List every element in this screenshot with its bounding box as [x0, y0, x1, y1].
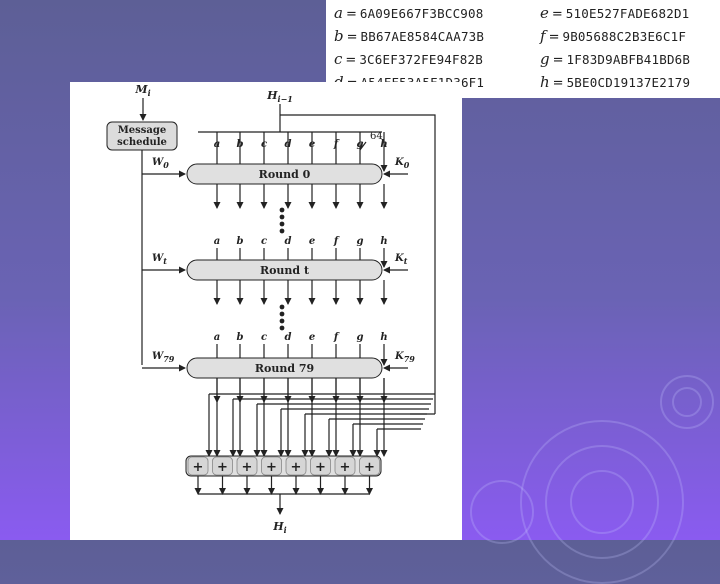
k-input-label: Kt	[394, 253, 408, 266]
register-label-f: f	[333, 332, 340, 343]
iv-h: h=5BE0CD19137E2179	[540, 73, 690, 91]
iv-a: a=6A09E667F3BCC908	[334, 4, 483, 22]
ellipsis-dot	[280, 319, 285, 324]
iv-hex-value: 3C6EF372FE94F82B	[359, 52, 483, 67]
register-label-f: f	[333, 236, 340, 247]
adder-symbol: +	[291, 460, 302, 475]
iv-e: e=510E527FADE682D1	[540, 4, 689, 22]
w-input-label: Wt	[152, 253, 167, 266]
round-label: Round t	[260, 264, 310, 277]
equals-sign: =	[347, 30, 358, 45]
hash-input-label: Hi−1	[266, 89, 293, 104]
adder-symbol: +	[242, 460, 253, 475]
register-label-g: g	[357, 332, 364, 343]
equals-sign: =	[549, 30, 560, 45]
iv-f: f=9B05688C2B3E6C1F	[540, 27, 686, 45]
w-input-label: W0	[152, 157, 169, 170]
message-schedule-label: Message	[118, 125, 167, 136]
ellipsis-dot	[280, 222, 285, 227]
ellipsis-dot	[280, 208, 285, 213]
register-label-a: a	[214, 332, 220, 343]
adder-symbol: +	[266, 460, 277, 475]
equals-sign: =	[553, 76, 564, 91]
register-label-c: c	[261, 236, 267, 247]
adder-symbol: +	[340, 460, 351, 475]
register-label-a: a	[214, 236, 220, 247]
ellipsis-dot	[280, 312, 285, 317]
iv-hex-value: 5BE0CD19137E2179	[567, 75, 691, 90]
decorative-swirl	[570, 470, 634, 534]
iv-var-label: c	[334, 50, 342, 68]
k-input-label: K79	[394, 351, 415, 364]
register-label-e: e	[309, 332, 315, 343]
register-label-h: h	[380, 332, 387, 343]
register-label-b: b	[237, 332, 244, 343]
decorative-swirl	[470, 480, 534, 544]
iv-var-label: b	[334, 27, 344, 45]
equals-sign: =	[553, 53, 564, 68]
iv-hex-value: BB67AE8584CAA73B	[361, 29, 485, 44]
adder-symbol: +	[217, 460, 228, 475]
k-input-label: K0	[394, 157, 410, 170]
round-label: Round 0	[259, 168, 311, 181]
iv-c: c=3C6EF372FE94F82B	[334, 50, 483, 68]
iv-hex-value: 1F83D9ABFB41BD6B	[567, 52, 691, 67]
adder-symbol: +	[364, 460, 375, 475]
ellipsis-dot	[280, 305, 285, 310]
register-label-b: b	[237, 236, 244, 247]
iv-g: g=1F83D9ABFB41BD6B	[540, 50, 690, 68]
register-label-c: c	[261, 332, 267, 343]
register-label-d: d	[285, 236, 292, 247]
register-label-g: g	[357, 236, 364, 247]
iv-var-label: f	[540, 27, 546, 45]
adder-symbol: +	[315, 460, 326, 475]
decorative-swirl	[672, 387, 702, 417]
w-input-label: W79	[152, 351, 175, 364]
iv-hex-value: 510E527FADE682D1	[566, 6, 690, 21]
iv-var-label: g	[540, 50, 550, 68]
ellipsis-dot	[280, 326, 285, 331]
iv-b: b=BB67AE8584CAA73B	[334, 27, 484, 45]
hash-output-label: Hi	[272, 520, 286, 535]
ellipsis-dot	[280, 229, 285, 234]
equals-sign: =	[552, 7, 563, 22]
iv-var-label: h	[540, 73, 550, 91]
adder-symbol: +	[193, 460, 204, 475]
iv-hex-value: 9B05688C2B3E6C1F	[562, 29, 686, 44]
message-input-label: Mi	[134, 83, 150, 98]
round-label: Round 79	[255, 362, 314, 375]
register-label-h: h	[380, 236, 387, 247]
message-schedule-label: schedule	[117, 137, 167, 148]
register-label-e: e	[309, 236, 315, 247]
iv-var-label: a	[334, 4, 343, 22]
ellipsis-dot	[280, 215, 285, 220]
iv-hex-value: 6A09E667F3BCC908	[360, 6, 484, 21]
register-label-d: d	[285, 332, 292, 343]
equals-sign: =	[345, 53, 356, 68]
iv-var-label: e	[540, 4, 549, 22]
equals-sign: =	[346, 7, 357, 22]
